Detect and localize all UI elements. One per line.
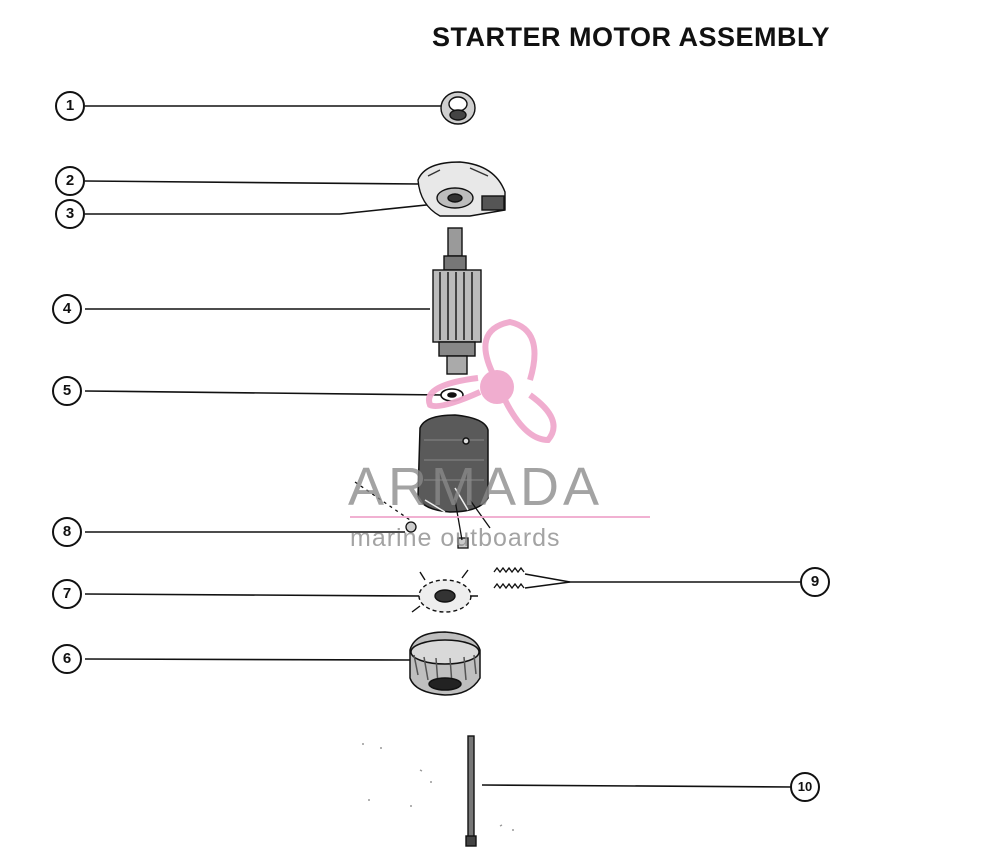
leader-2 xyxy=(84,180,421,185)
leader-6 xyxy=(84,658,411,661)
leader-lines xyxy=(84,105,800,788)
leader-5 xyxy=(84,390,446,396)
watermark-brand: ARMADA xyxy=(348,457,604,517)
callout-5: 5 xyxy=(52,376,82,406)
callout-3: 3 xyxy=(55,199,85,229)
part-4-armature xyxy=(432,227,482,375)
part-9-springs xyxy=(493,566,525,590)
part-frame-housing xyxy=(417,414,489,513)
page-title: STARTER MOTOR ASSEMBLY xyxy=(432,22,831,52)
part-2-end-head xyxy=(417,161,506,217)
part-10-through-bolt xyxy=(362,735,514,847)
callout-7: 7 xyxy=(52,579,82,609)
watermark-underline xyxy=(350,516,650,518)
leader-9c xyxy=(524,581,571,589)
part-5-washer xyxy=(440,388,464,402)
part-1-cap xyxy=(440,91,476,125)
callout-6: 6 xyxy=(52,644,82,674)
callout-9: 9 xyxy=(800,567,830,597)
part-7-gear xyxy=(411,569,478,613)
callout-1: 1 xyxy=(55,91,85,121)
leader-7 xyxy=(84,593,421,597)
part-8-screws xyxy=(354,481,491,549)
callout-2: 2 xyxy=(55,166,85,196)
callout-8: 8 xyxy=(52,517,82,547)
callout-4: 4 xyxy=(52,294,82,324)
leader-10 xyxy=(481,784,793,788)
callout-10: 10 xyxy=(790,772,820,802)
watermark-tagline: marine outboards xyxy=(350,524,561,552)
part-6-drive-head xyxy=(409,631,481,696)
watermark-propeller-icon xyxy=(426,318,557,444)
leader-9b xyxy=(524,573,571,583)
